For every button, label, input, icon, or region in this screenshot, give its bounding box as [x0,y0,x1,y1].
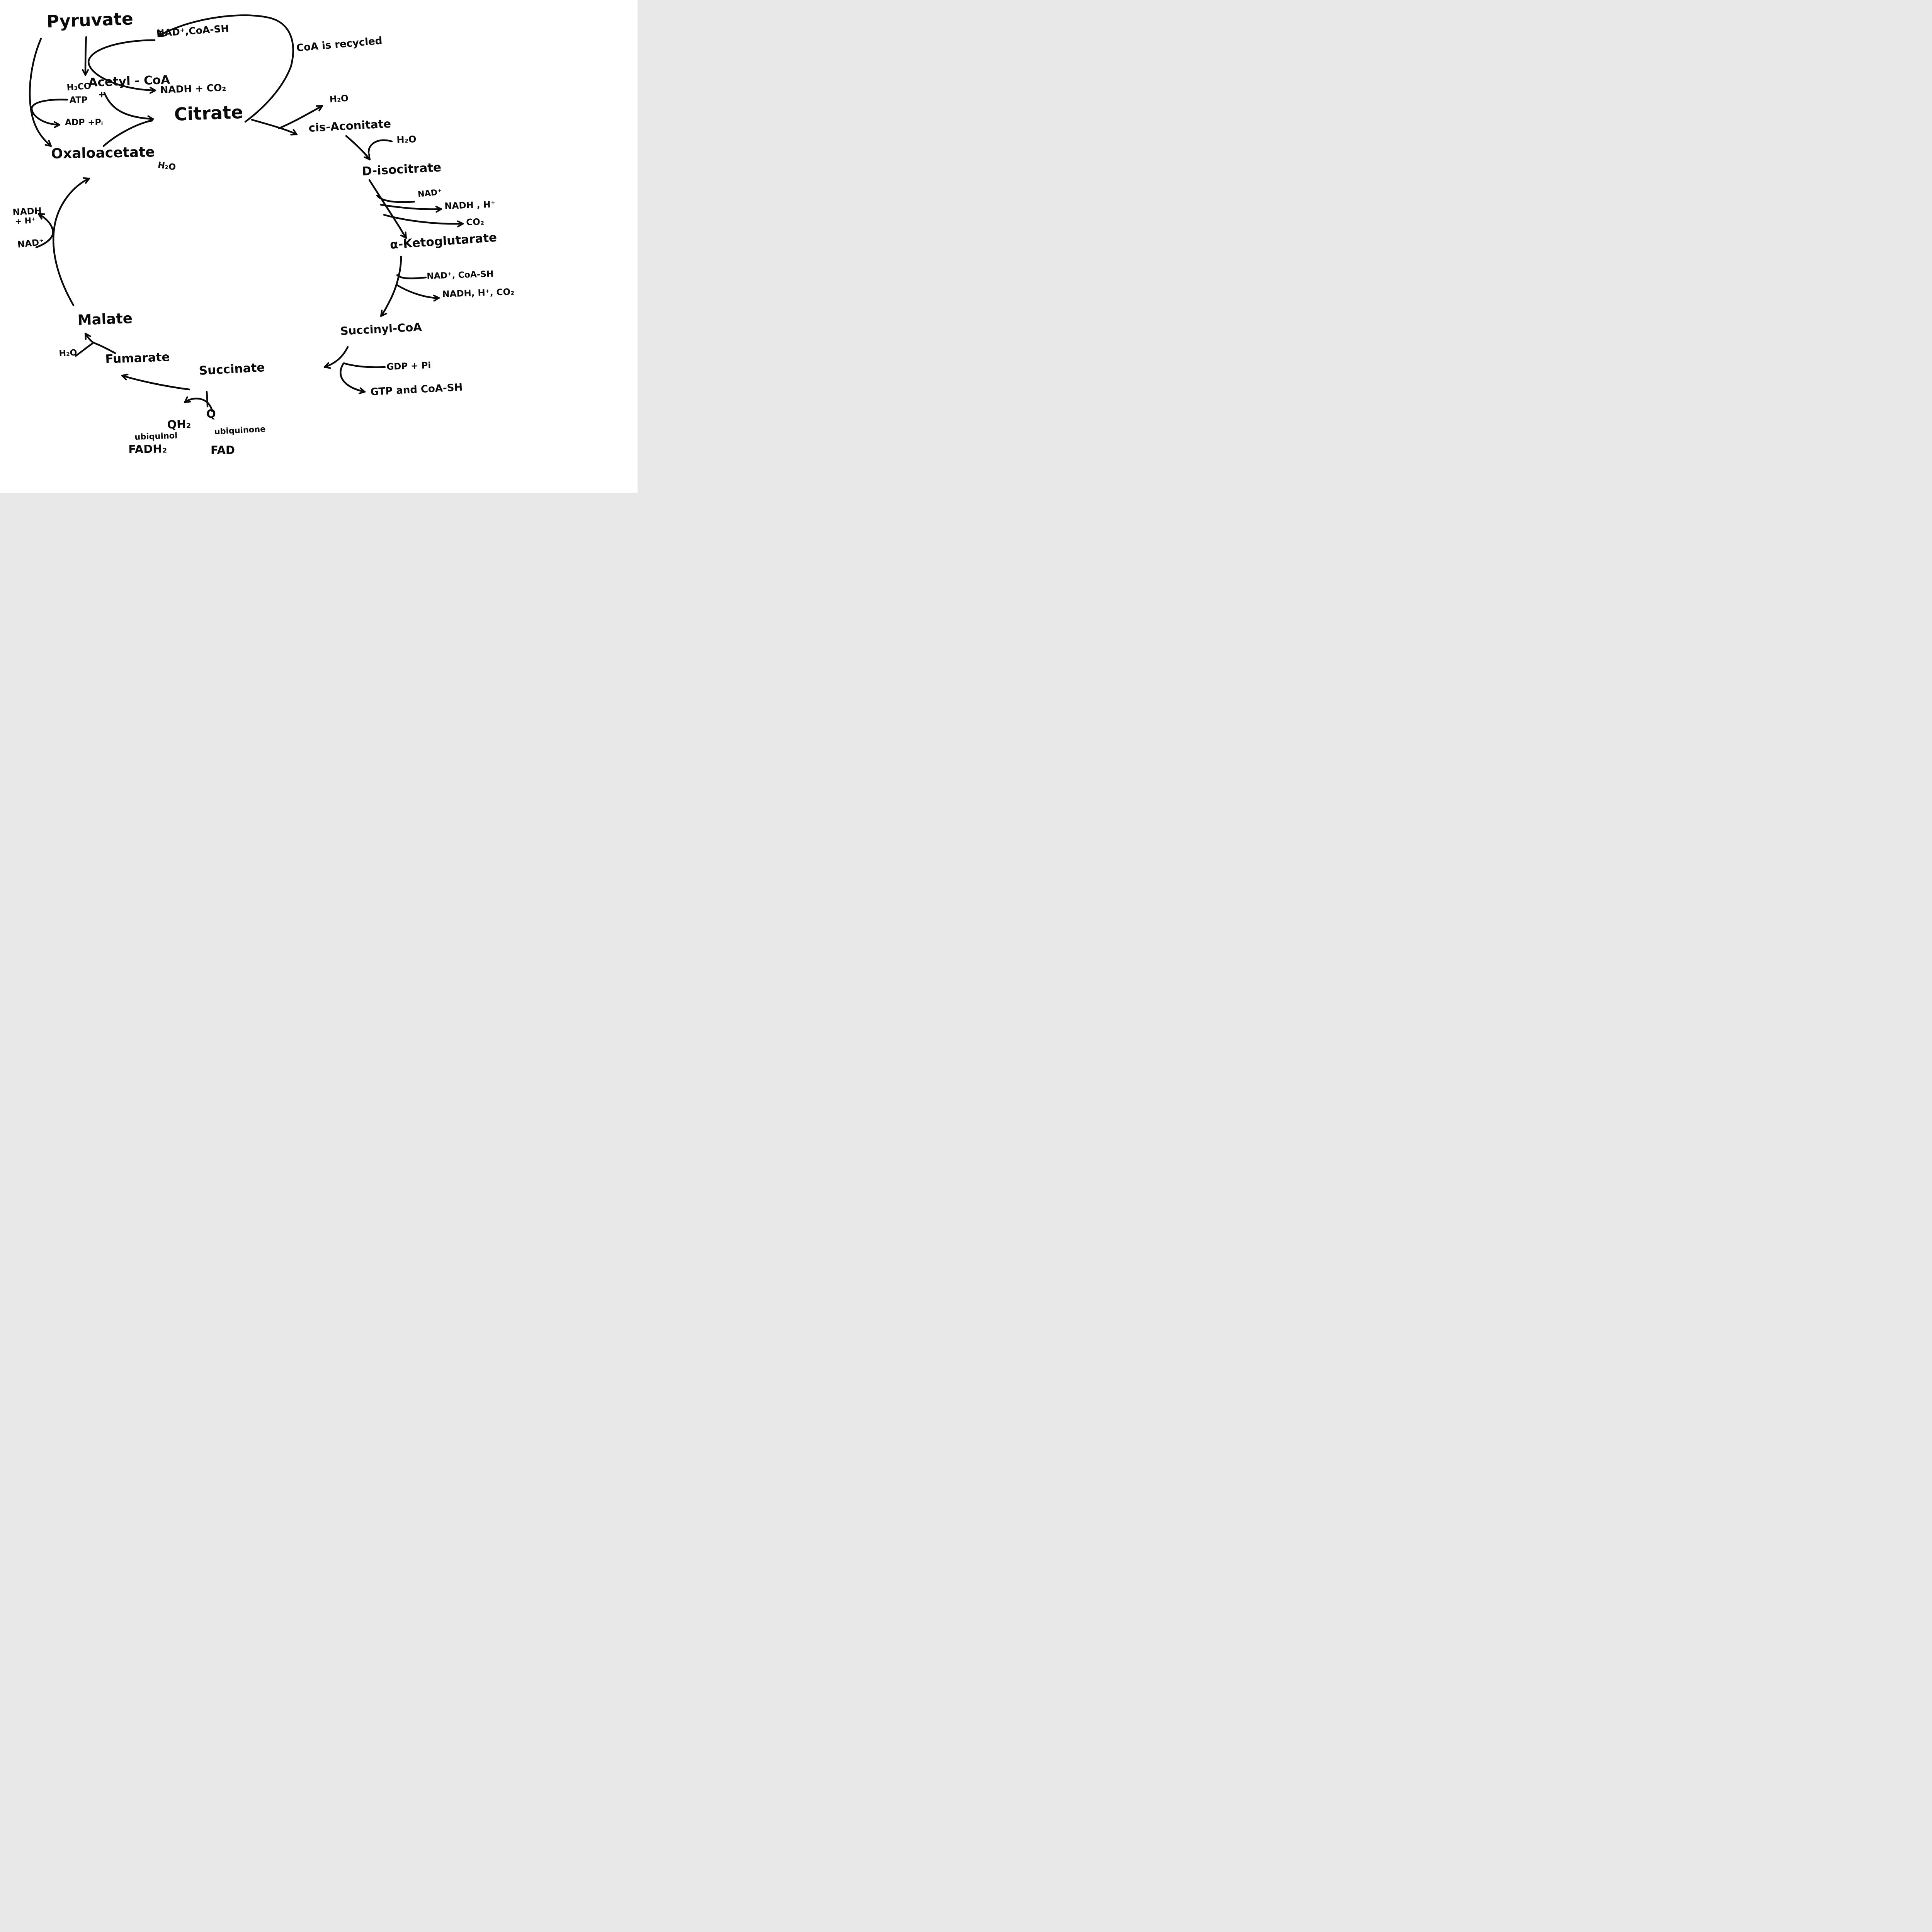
curve-scs-in [343,362,386,368]
curve-pdh-cofactor [87,39,156,94]
node-citrate: Citrate [173,101,244,125]
node-malate: Malate [77,310,133,328]
cofactor-mdh-hplus: + H⁺ [14,216,36,226]
cofactor-h2o-aconitase: H₂O [396,134,417,145]
curve-akgdh-in [396,274,427,279]
node-acetyl-coa: Acetyl - CoA [88,73,170,90]
cofactor-idh-nadh: NADH , H⁺ [444,199,496,211]
arrow-succinate-to-fumarate [121,374,190,391]
cofactor-fadh2: FADH₂ [128,442,167,456]
arrow-h2o-release [278,105,323,129]
cofactor-mdh-nadh: NADH [12,206,42,218]
cofactor-idh-co2: CO₂ [466,217,485,228]
arrow-idh-out-nadh [380,204,442,213]
cofactor-akgdh-in: NAD⁺, CoA-SH [426,269,494,281]
arrow-q-to-qh2 [184,396,213,412]
arrow-mdh-cofactor [35,213,54,248]
arrow-scs-out [340,363,366,395]
curve-oxaloacetate-to-citrate [102,119,153,147]
diagram-canvas: Pyruvate Acetyl - CoA Citrate cis-Aconit… [0,0,638,493]
node-oxaloacetate: Oxaloacetate [51,144,155,162]
cofactor-q: Q [206,407,216,420]
node-succinate: Succinate [198,361,265,378]
cofactor-atp: ATP [70,95,88,105]
cofactor-plus-sign: + [98,90,105,100]
arrow-succinylcoa-to-succinate [323,346,349,369]
curve-fumarase-h2o [75,342,94,357]
curve-pc-cofactor [31,99,68,128]
arrow-coa-recycle-loop [157,14,294,123]
node-fumarate: Fumarate [105,350,170,366]
cofactor-pdh-out: NADH + CO₂ [160,82,226,95]
cofactor-gdp-pi: GDP + Pi [386,360,431,372]
arrow-malate-to-oxaloacetate [52,177,90,306]
arrow-layer [29,14,464,412]
arrow-pyruvate-to-oxaloacetate [29,37,52,147]
cofactor-qh2: QH₂ [167,417,191,431]
arrow-cisaconitate-to-isocitrate [345,135,371,161]
arrow-isocitrate-to-akg [368,179,407,239]
curve-idh-in [376,194,415,203]
arrow-akgdh-out [396,284,440,302]
arrow-idh-out-co2 [383,214,464,228]
cofactor-fad: FAD [211,444,235,457]
cofactor-adp-pi: ADP +Pᵢ [65,118,103,128]
node-pyruvate: Pyruvate [46,9,134,32]
curve-aconitase-h2o [367,139,393,153]
arrow-akg-to-succinylcoa [380,255,402,317]
arrow-pyruvate-to-acetylcoa [82,36,89,76]
cofactor-h2o-fumarase: H₂O [58,348,77,359]
label-ubiquinol: ubiquinol [134,431,178,442]
arrow-citrate-to-cisaconitate [251,119,298,136]
cofactor-h2o-released: H₂O [329,93,349,105]
arrow-fumarate-to-malate [84,332,116,354]
arrow-acetylcoa-to-citrate [103,92,154,122]
cofactor-bicarbonate: H₃CO⁻ [66,81,96,93]
